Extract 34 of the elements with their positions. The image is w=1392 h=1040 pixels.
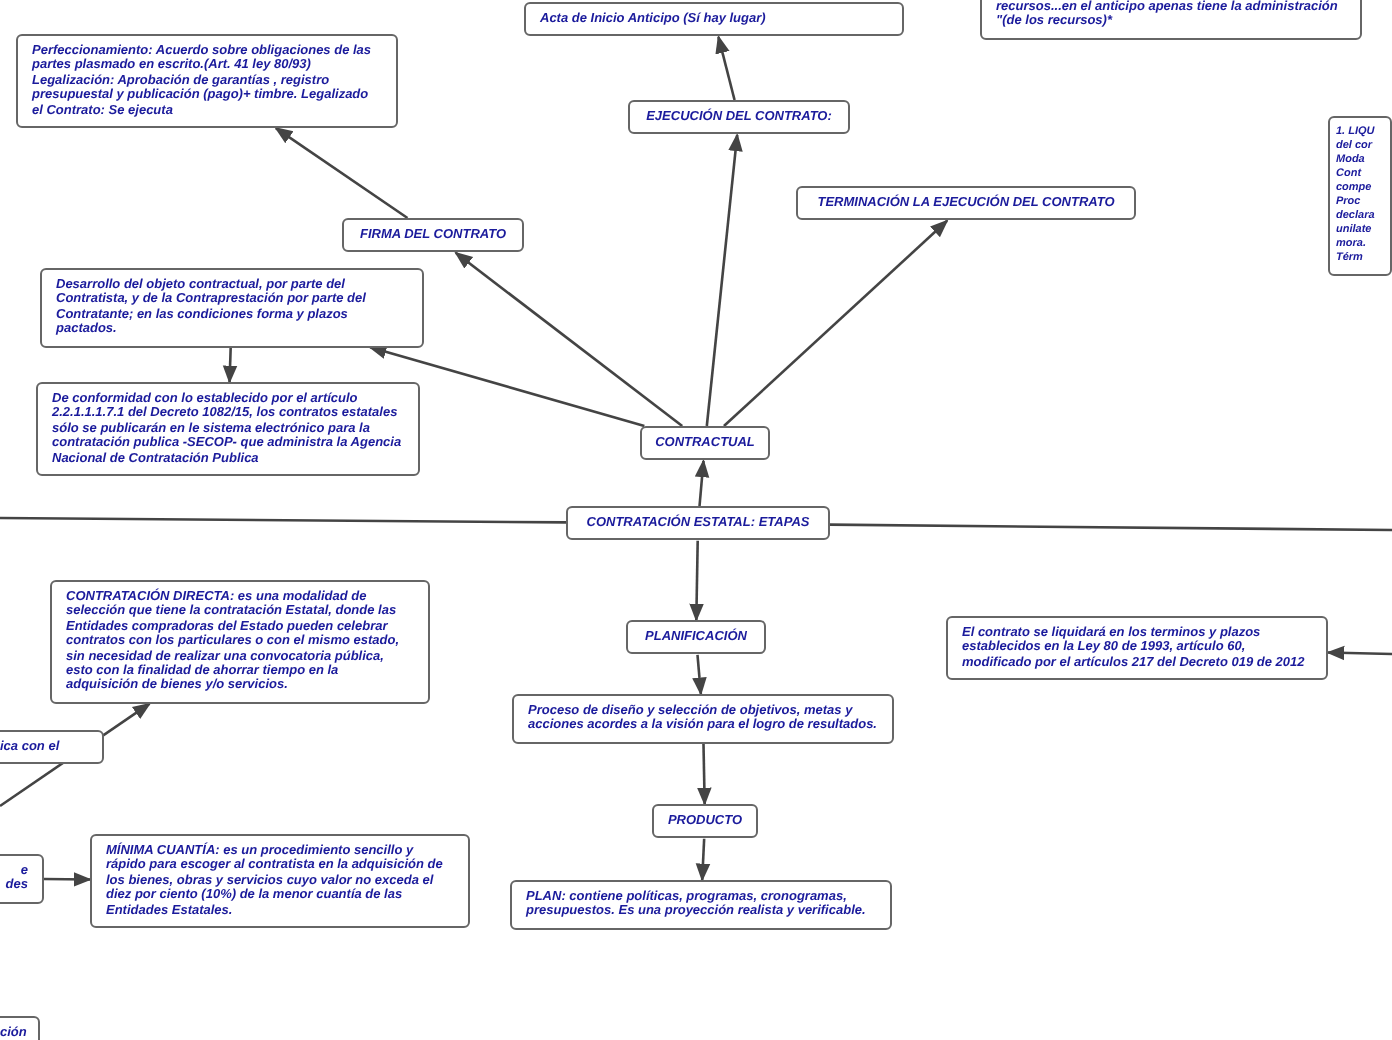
topic-box	[342, 218, 524, 253]
note-box	[40, 268, 424, 348]
note-box	[36, 382, 420, 477]
arrow	[689, 540, 704, 622]
topic-box	[796, 186, 1136, 221]
note-box	[0, 730, 104, 765]
note-box	[0, 854, 44, 904]
arrow	[692, 654, 707, 696]
topic-box	[652, 804, 758, 839]
note-box	[980, 0, 1362, 40]
note-box	[90, 834, 470, 929]
note-box	[524, 2, 904, 37]
note-box	[16, 34, 398, 129]
arrow	[44, 872, 92, 887]
arrow	[705, 133, 743, 427]
topic-box	[566, 506, 830, 541]
note-box	[510, 880, 892, 930]
note-box	[50, 580, 430, 704]
arrow	[274, 127, 409, 220]
note-box	[512, 694, 894, 744]
arrow	[694, 459, 710, 507]
arrow	[723, 219, 949, 427]
arrow	[222, 347, 238, 384]
arrow	[368, 344, 645, 428]
arrow	[697, 743, 712, 806]
note-box	[1328, 116, 1392, 276]
arrow	[715, 35, 736, 101]
arrow	[695, 838, 711, 882]
topic-box	[628, 100, 850, 135]
topic-box	[640, 426, 770, 461]
note-box	[946, 616, 1328, 681]
arrow	[454, 251, 684, 428]
arrow	[1326, 645, 1392, 661]
topic-box	[626, 620, 766, 655]
